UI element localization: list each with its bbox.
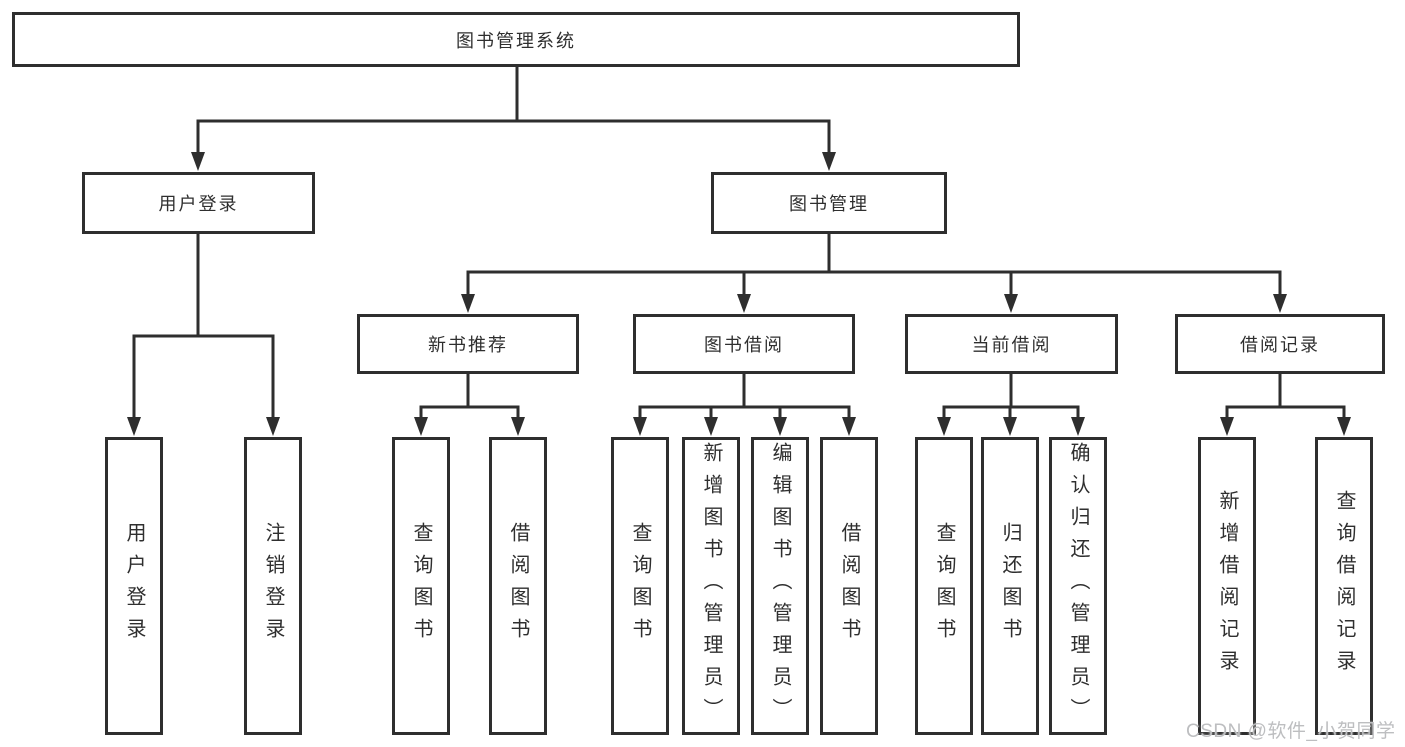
csdn-watermark: CSDN @软件_小贺同学 xyxy=(1186,721,1396,742)
leaf-borrowmod-borrow-books: 借阅图书 xyxy=(820,437,878,735)
wire-root-to-level2 xyxy=(191,65,836,171)
node-label: 借阅图书 xyxy=(507,522,529,650)
node-label: 查询图书 xyxy=(933,522,955,650)
node-label: 用户登录 xyxy=(123,522,145,650)
leaf-current-return-books: 归还图书 xyxy=(981,437,1039,735)
leaf-borrowmod-query-books: 查询图书 xyxy=(611,437,669,735)
wire-user-login-children xyxy=(127,233,280,436)
node-label: 借阅图书 xyxy=(838,522,860,650)
node-book-borrow: 图书借阅 xyxy=(633,314,855,374)
leaf-user-login: 用户登录 xyxy=(105,437,163,735)
wire-borrowrecord-children xyxy=(1220,373,1351,436)
node-label: 图书借阅 xyxy=(704,335,784,355)
leaf-current-query-books: 查询图书 xyxy=(915,437,973,735)
node-library-system: 图书管理系统 xyxy=(12,12,1020,67)
node-new-book-recommend: 新书推荐 xyxy=(357,314,579,374)
leaf-record-query: 查询借阅记录 xyxy=(1315,437,1373,735)
leaf-newbook-query-books: 查询图书 xyxy=(392,437,450,735)
leaf-logout: 注销登录 xyxy=(244,437,302,735)
node-label: 借阅记录 xyxy=(1240,335,1320,355)
node-current-borrow: 当前借阅 xyxy=(905,314,1118,374)
node-label: 归还图书 xyxy=(999,522,1021,650)
node-label: 查询图书 xyxy=(629,522,651,650)
node-label: 新增图书（管理员） xyxy=(700,442,722,730)
node-label: 新增借阅记录 xyxy=(1216,490,1238,682)
node-label: 新书推荐 xyxy=(428,335,508,355)
node-label: 注销登录 xyxy=(262,522,284,650)
wire-book-mgmt-children xyxy=(461,233,1287,313)
node-label: 当前借阅 xyxy=(971,335,1052,355)
node-label: 编辑图书（管理员） xyxy=(769,442,791,730)
leaf-current-confirm-return-admin: 确认归还（管理员） xyxy=(1049,437,1107,735)
wire-currentborrow-children xyxy=(937,373,1085,436)
node-label: 查询图书 xyxy=(410,522,432,650)
wire-newbook-children xyxy=(414,373,525,436)
node-label: 图书管理系统 xyxy=(456,30,576,51)
node-label: 图书管理 xyxy=(789,194,869,214)
node-borrow-records: 借阅记录 xyxy=(1175,314,1385,374)
wire-bookborrow-children xyxy=(633,373,856,436)
node-book-management: 图书管理 xyxy=(711,172,947,234)
node-user-login: 用户登录 xyxy=(82,172,315,234)
leaf-newbook-borrow-books: 借阅图书 xyxy=(489,437,547,735)
leaf-borrowmod-edit-book-admin: 编辑图书（管理员） xyxy=(751,437,809,735)
node-label: 用户登录 xyxy=(158,194,239,214)
leaf-borrowmod-add-book-admin: 新增图书（管理员） xyxy=(682,437,740,735)
leaf-record-add: 新增借阅记录 xyxy=(1198,437,1256,735)
node-label: 查询借阅记录 xyxy=(1333,490,1355,682)
node-label: 确认归还（管理员） xyxy=(1067,442,1089,730)
